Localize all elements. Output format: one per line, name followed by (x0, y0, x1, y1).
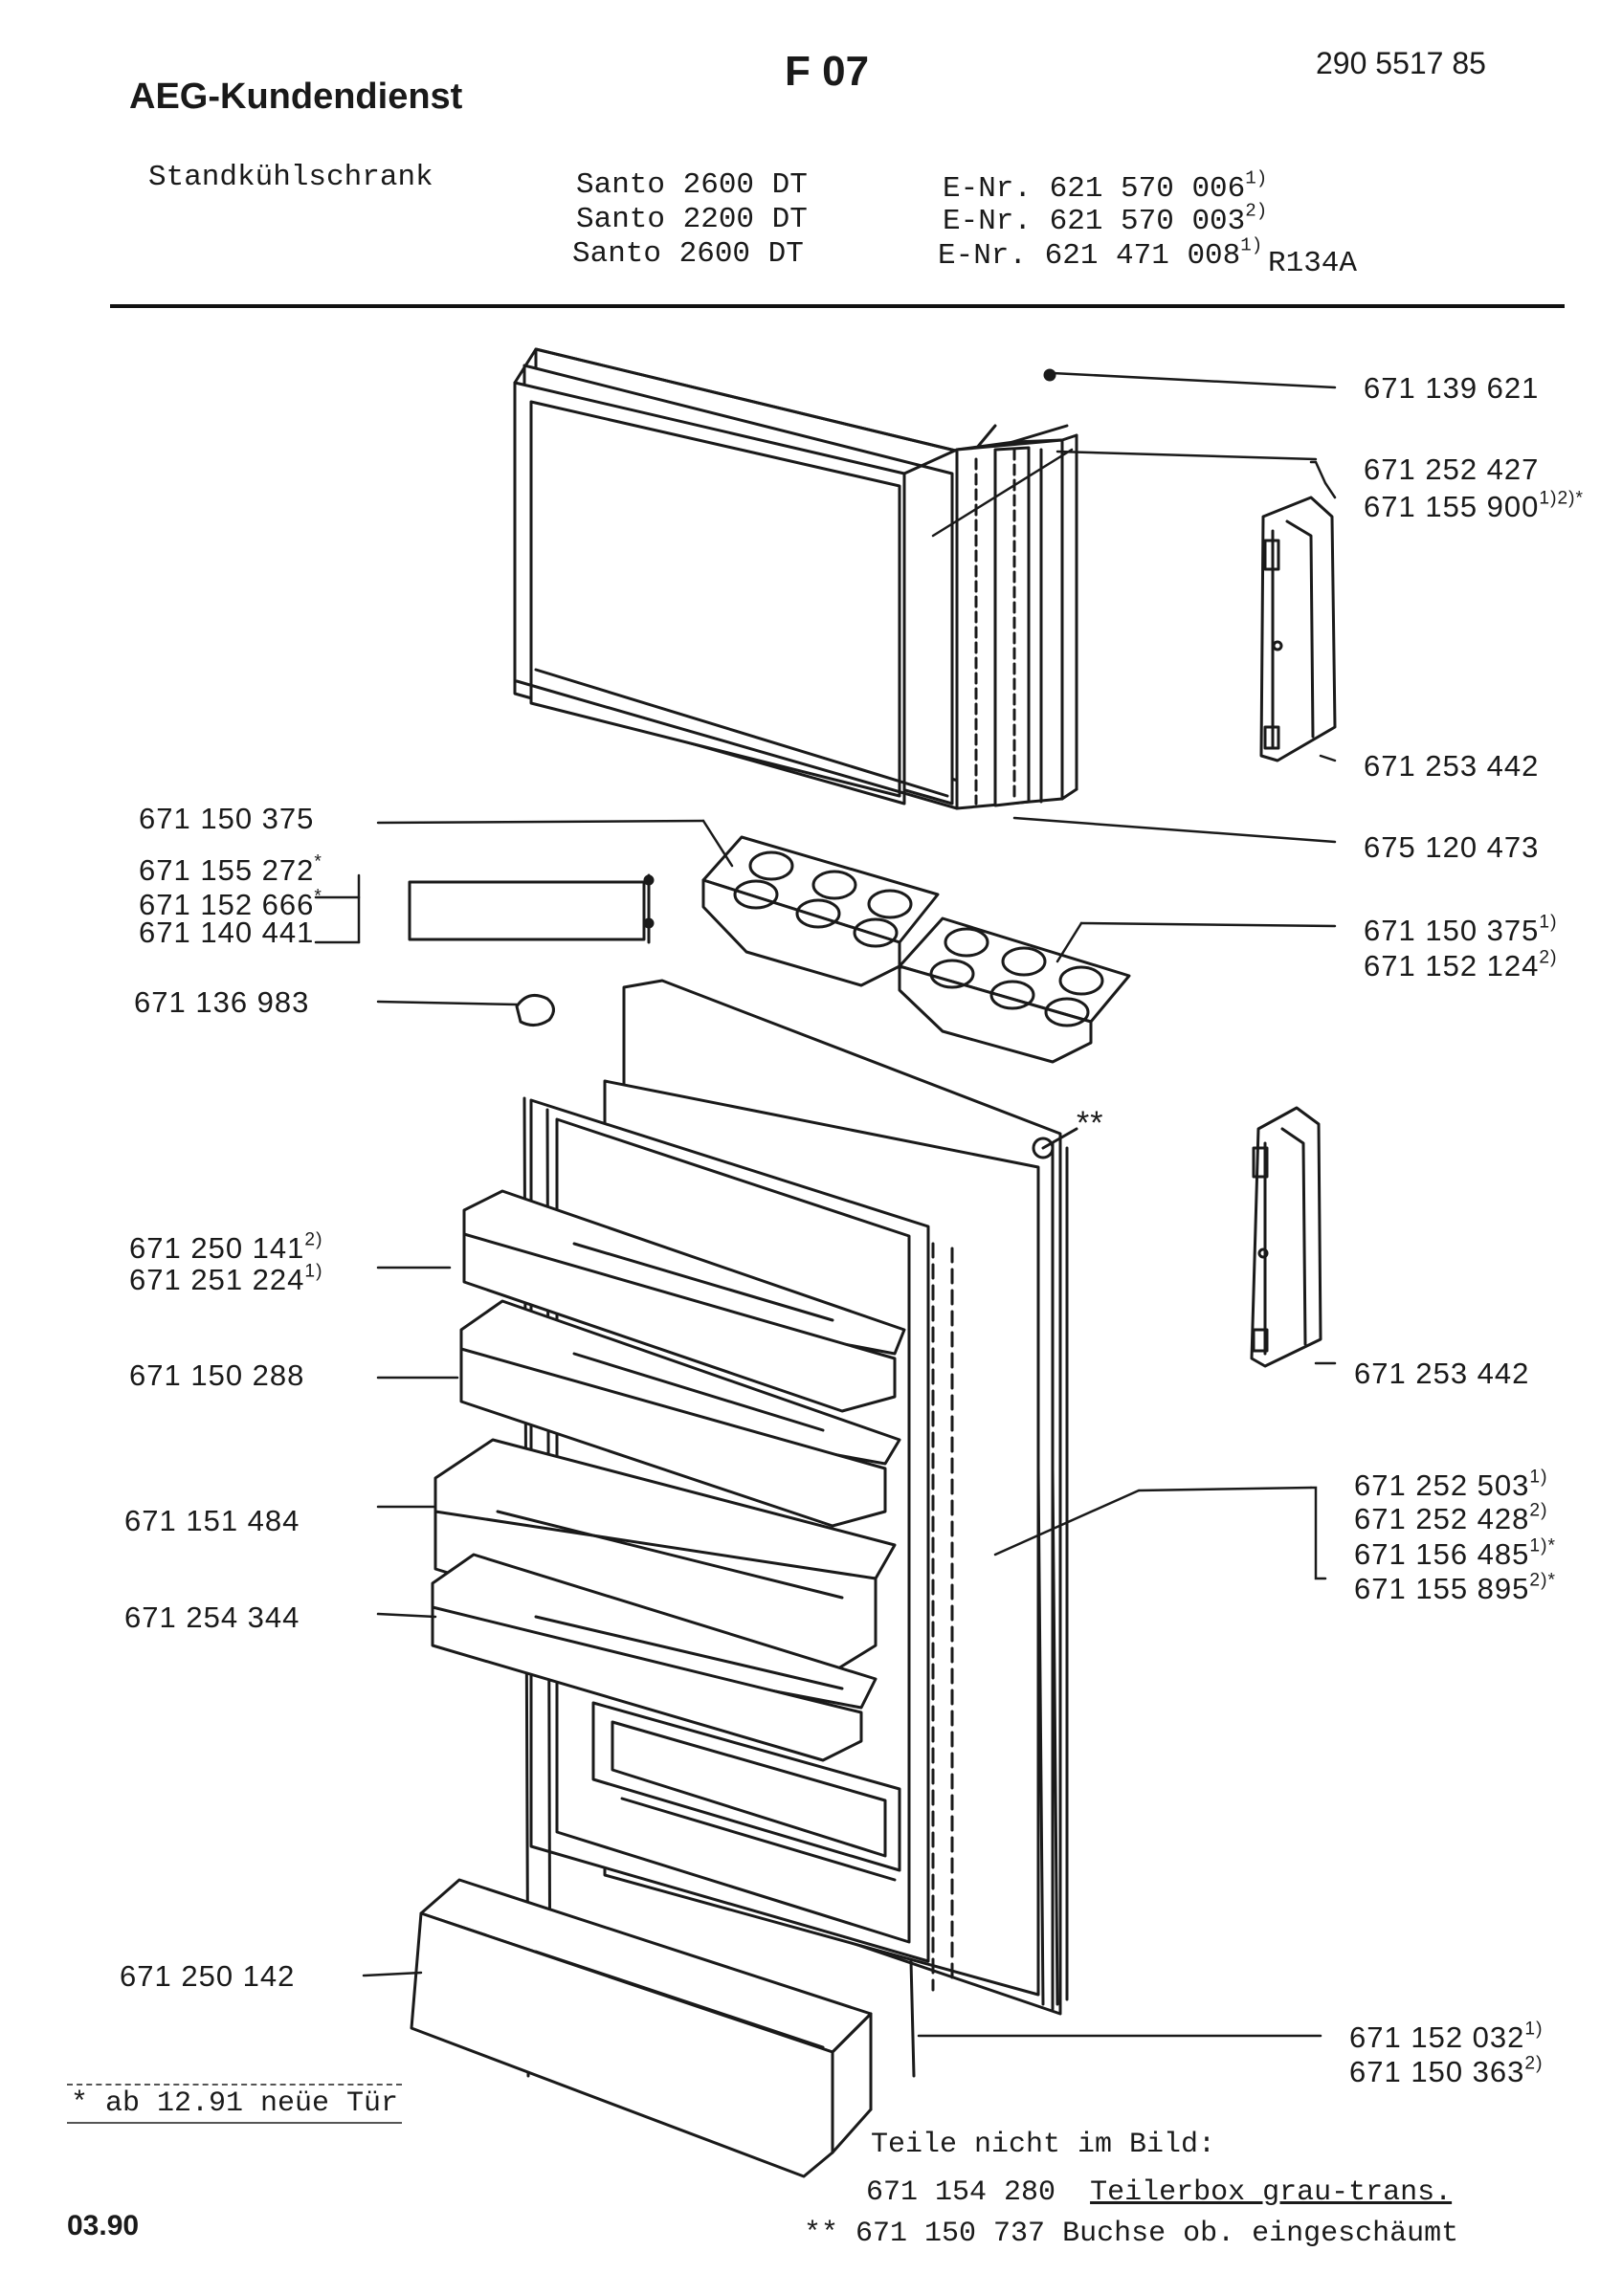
part-label-9a: 671 250 1412) (129, 1229, 323, 1265)
header-rule (110, 304, 1565, 308)
not-shown-row-2: ** 671 150 737 Buchse ob. eingeschäumt (804, 2218, 1459, 2250)
part-label-12: 671 254 344 (124, 1601, 300, 1634)
refrigerant-label: R134A (1268, 247, 1358, 280)
part-label-7b: 671 152 666* (139, 886, 322, 921)
star-marker: ** (1077, 1105, 1104, 1141)
model-1-enr: E-Nr. 621 570 0061) (943, 167, 1268, 206)
part-label-5a: 671 150 3751) (1364, 912, 1558, 947)
part-label-2b: 671 155 9001)2)* (1364, 488, 1585, 523)
door-shelf-3 (433, 1438, 897, 1686)
part-label-5b: 671 152 1242) (1364, 947, 1558, 982)
document-date: 03.90 (67, 2210, 140, 2241)
part-label-8: 671 136 983 (134, 985, 310, 1019)
part-label-11: 671 151 484 (124, 1504, 300, 1537)
egg-tray-left (701, 835, 940, 987)
appliance-type: Standkühlschrank (148, 161, 433, 194)
model-3-enr: E-Nr. 621 471 0081) (938, 234, 1263, 273)
part-label-16a: 671 152 0321) (1349, 2019, 1544, 2054)
hinge-part-upper (1259, 496, 1337, 762)
model-2-enr: E-Nr. 621 570 0032) (943, 200, 1268, 238)
door-shelf-4 (431, 1553, 878, 1762)
doc-number: 290 5517 85 (1316, 46, 1486, 80)
part-label-4: 675 120 473 (1364, 830, 1540, 864)
part-label-7a: 671 155 272* (139, 851, 322, 887)
part-label-14a: 671 252 5031) (1354, 1467, 1548, 1502)
part-label-7c: 671 140 441 (139, 916, 315, 949)
clip-part (515, 993, 555, 1027)
freezer-door-assembly (513, 347, 1078, 810)
brand-title: AEG-Kundendienst (129, 77, 463, 117)
part-label-16b: 671 150 3632) (1349, 2053, 1544, 2088)
egg-tray-right (898, 916, 1131, 1064)
part-label-14b: 671 252 4282) (1354, 1500, 1548, 1535)
light-cover-part (408, 880, 646, 941)
new-door-note: * ab 12.91 neüe Tür (67, 2084, 403, 2124)
not-shown-row-1: 671 154 280 Teilerbox grau-trans. (866, 2176, 1453, 2209)
part-label-14c: 671 156 4851)* (1354, 1535, 1556, 1571)
part-label-10: 671 150 288 (129, 1358, 305, 1392)
part-label-3: 671 253 442 (1364, 749, 1540, 783)
model-3-name: Santo 2600 DT (572, 237, 804, 271)
part-label-2a: 671 252 427 (1364, 453, 1540, 486)
sheet-code: F 07 (785, 48, 870, 95)
screw-part (1043, 368, 1056, 382)
model-2-name: Santo 2200 DT (576, 203, 808, 236)
bottom-bottle-shelf (410, 1878, 873, 2178)
part-label-13: 671 253 442 (1354, 1357, 1530, 1390)
model-1-name: Santo 2600 DT (576, 168, 808, 202)
not-shown-title: Teile nicht im Bild: (871, 2129, 1216, 2161)
part-label-9b: 671 251 2241) (129, 1261, 323, 1296)
door-shelf-1 (462, 1189, 906, 1413)
door-shelf-2 (459, 1299, 901, 1528)
part-label-14d: 671 155 8952)* (1354, 1570, 1556, 1605)
part-label-15: 671 250 142 (120, 1959, 296, 1993)
hinge-part-lower (1250, 1106, 1322, 1368)
part-label-1: 671 139 621 (1364, 371, 1540, 405)
part-label-6: 671 150 375 (139, 802, 315, 835)
